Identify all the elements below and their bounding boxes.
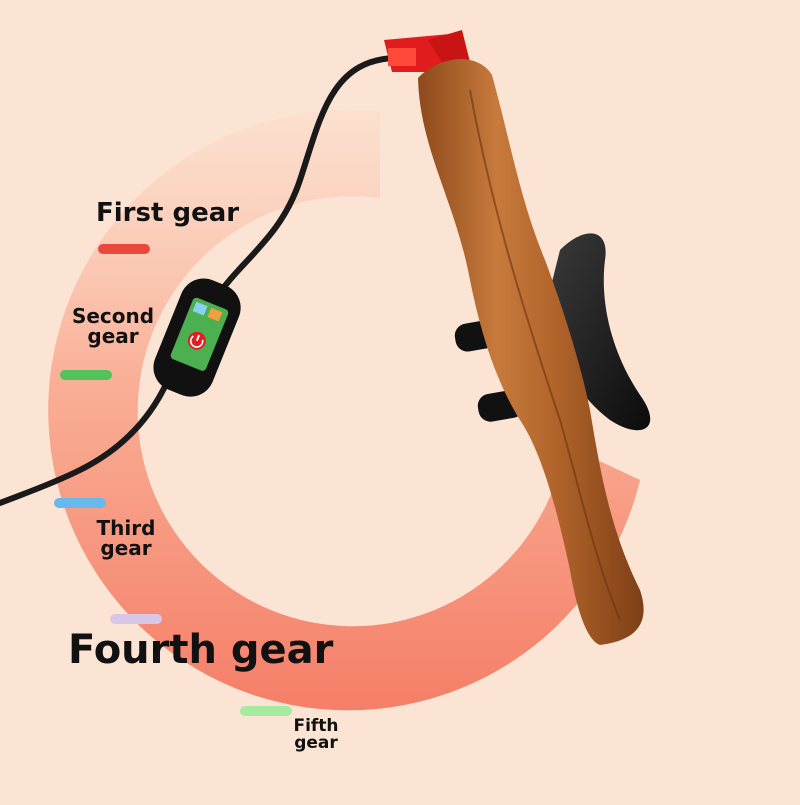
power-cable-lower (0, 377, 171, 506)
gear-label-fourth: Fourth gear (68, 627, 334, 673)
gear-bar-second (60, 370, 112, 380)
gear-bar-third (54, 498, 106, 508)
gear-label-third: Third gear (96, 516, 156, 560)
gear-label-first: First gear (96, 198, 240, 228)
controller[interactable] (146, 271, 248, 404)
gear-bar-fifth (240, 706, 292, 716)
gear-bar-fourth (110, 614, 162, 624)
gear-label-second: Second gear (71, 304, 155, 348)
power-cable (212, 55, 398, 303)
gear-bar-first (98, 244, 150, 254)
gear-arc-ring (48, 110, 641, 711)
wooden-stick (418, 59, 644, 646)
gear-label-fifth: Fifth gear (293, 716, 339, 753)
